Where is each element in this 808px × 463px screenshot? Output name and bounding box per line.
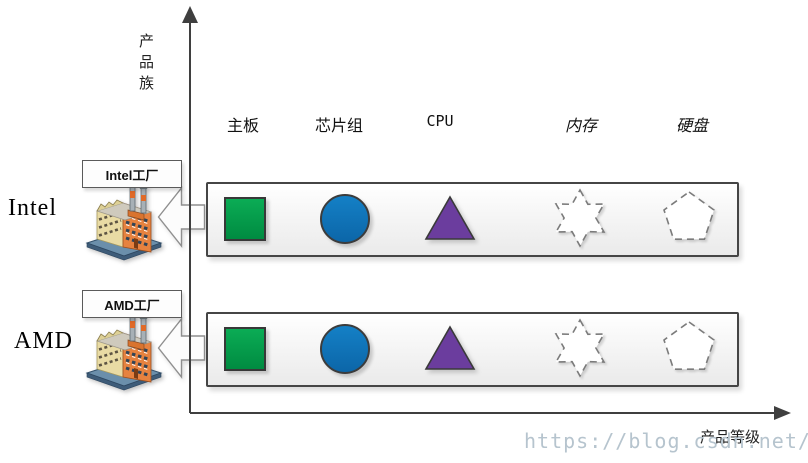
intel-row-name: Intel [8, 195, 57, 221]
intel-chipset-circle [320, 194, 370, 244]
intel-mainboard-square [224, 197, 266, 241]
intel-factory-icon [85, 182, 163, 261]
x-axis-arrowhead-icon [774, 406, 791, 420]
amd-factory-label: AMD工厂 [82, 290, 182, 318]
amd-mainboard-square [224, 327, 266, 371]
column-header-memory: 内存 [564, 118, 598, 135]
column-header-harddisk: 硬盘 [675, 118, 709, 135]
y-axis-arrowhead-icon [182, 6, 198, 23]
csdn-watermark: https://blog.csdn.net/clypm [524, 429, 808, 453]
amd-row-name: AMD [14, 328, 74, 354]
amd-factory-icon [85, 312, 163, 391]
column-header-mainboard: 主板 [226, 118, 260, 135]
intel-factory-label: Intel工厂 [82, 160, 182, 188]
column-header-chipset: 芯片组 [314, 118, 364, 135]
intel-memory-star [554, 188, 606, 248]
intel-left-block-arrow-icon [157, 186, 206, 248]
amd-memory-star [554, 318, 606, 378]
x-axis-label: 产品等级 [700, 429, 761, 446]
amd-cpu-triangle [424, 325, 476, 370]
intel-harddisk-pentagon [663, 191, 715, 241]
y-axis-label: 产品族 [137, 33, 154, 96]
amd-product-band [206, 312, 739, 387]
y-axis-line [189, 16, 191, 413]
intel-product-band [206, 182, 739, 257]
amd-chipset-circle [320, 324, 370, 374]
intel-cpu-triangle [424, 195, 476, 240]
amd-harddisk-pentagon [663, 321, 715, 371]
x-axis-line [190, 412, 776, 414]
amd-left-block-arrow-icon [157, 317, 206, 379]
column-header-cpu: CPU [426, 112, 454, 130]
